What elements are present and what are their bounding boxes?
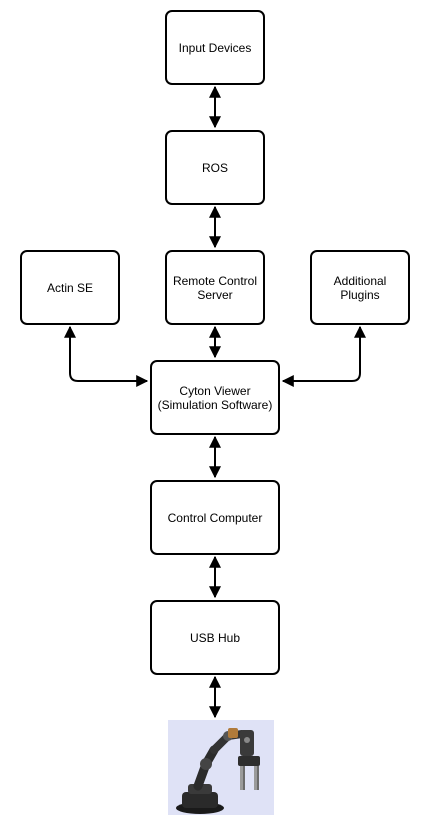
node-label: Control Computer bbox=[167, 510, 263, 525]
node-input-devices: Input Devices bbox=[165, 10, 265, 85]
node-label: Cyton Viewer (Simulation Software) bbox=[157, 383, 273, 412]
node-label: Remote Control Server bbox=[172, 273, 258, 302]
node-cyton-viewer: Cyton Viewer (Simulation Software) bbox=[150, 360, 280, 435]
node-label: Additional Plugins bbox=[333, 273, 387, 302]
node-label: ROS bbox=[201, 160, 228, 175]
node-additional-plugins: Additional Plugins bbox=[310, 250, 410, 325]
node-label: USB Hub bbox=[189, 630, 241, 645]
node-actin-se: Actin SE bbox=[20, 250, 120, 325]
edge-actin-cyton bbox=[64, 325, 149, 387]
node-usb-hub: USB Hub bbox=[150, 600, 280, 675]
edge-plugins-cyton bbox=[281, 325, 366, 387]
node-remote-control-server: Remote Control Server bbox=[165, 250, 265, 325]
robot-arm-image bbox=[168, 720, 274, 815]
node-label: Input Devices bbox=[178, 40, 252, 55]
node-ros: ROS bbox=[165, 130, 265, 205]
node-control-computer: Control Computer bbox=[150, 480, 280, 555]
node-label: Actin SE bbox=[46, 280, 94, 295]
